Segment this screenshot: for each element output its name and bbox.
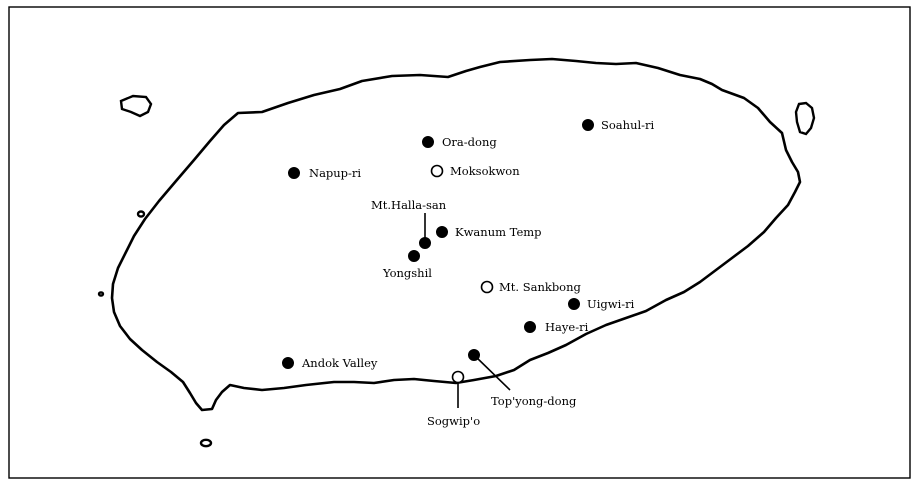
label-haye-ri: Haye-ri (545, 320, 589, 334)
marker-moksokwon (430, 164, 444, 178)
label-mt-sankbong: Mt. Sankbong (499, 280, 582, 294)
marker-haye-ri (524, 321, 536, 333)
marker-topyong-dong (468, 349, 480, 361)
islet-east (794, 101, 816, 136)
marker-andok-valley (282, 357, 294, 369)
marker-yongshil (408, 250, 420, 262)
island-coastline (110, 57, 802, 412)
islet-northwest (119, 94, 153, 118)
label-uigwi-ri: Uigwi-ri (587, 297, 635, 311)
marker-ora-dong (422, 136, 434, 148)
marker-mt-sankbong (480, 280, 494, 294)
label-topyong-dong: Top'yong-dong (491, 394, 577, 408)
marker-kwanum-temp (436, 226, 448, 238)
map-frame (8, 6, 911, 479)
label-soahul-ri: Soahul-ri (601, 118, 655, 132)
marker-soahul-ri (582, 119, 594, 131)
label-mt-halla-san: Mt.Halla-san (371, 198, 447, 212)
islet-south (199, 438, 213, 448)
marker-mt-halla-san (419, 237, 431, 249)
label-napup-ri: Napup-ri (309, 166, 361, 180)
marker-napup-ri (288, 167, 300, 179)
islet-west-small (136, 210, 146, 218)
label-kwanum-temp: Kwanum Temp (455, 225, 542, 239)
marker-uigwi-ri (568, 298, 580, 310)
label-moksokwon: Moksokwon (450, 164, 520, 178)
label-yongshil: Yongshil (382, 266, 432, 280)
marker-sogwipo (451, 370, 465, 384)
label-andok-valley: Andok Valley (301, 356, 378, 370)
leader-topyong-dong (473, 354, 511, 391)
label-sogwipo: Sogwip'o (427, 414, 480, 428)
islet-west-tiny (97, 291, 105, 297)
label-ora-dong: Ora-dong (442, 135, 497, 149)
